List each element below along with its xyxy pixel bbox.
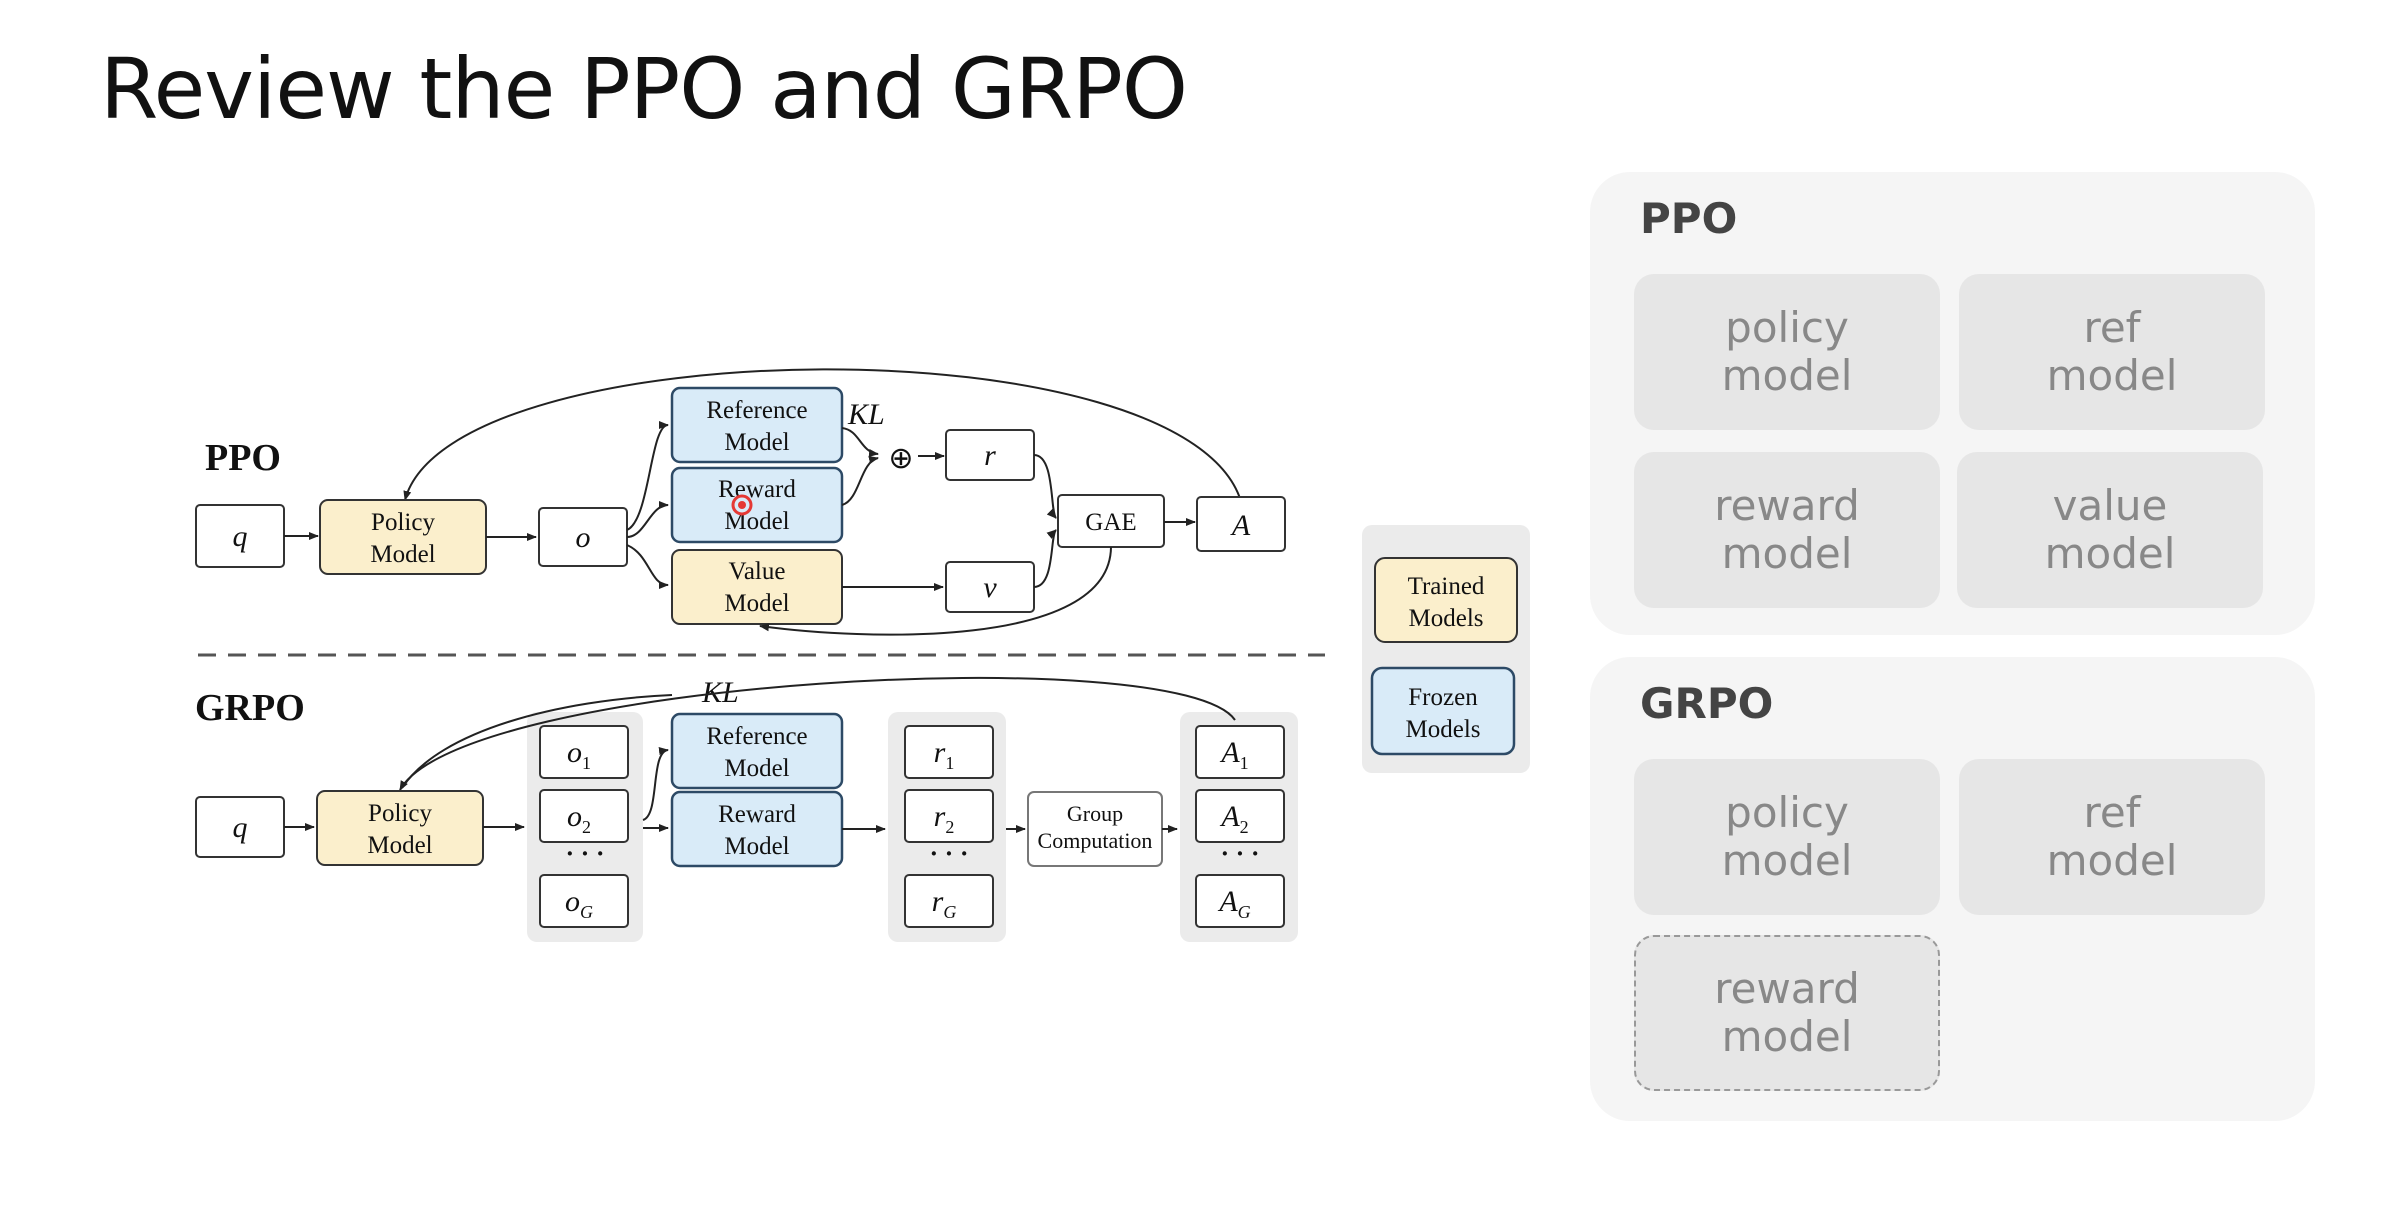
ppo-value-symbol: v (983, 571, 997, 604)
grpo-reference-label-1: Reference (706, 723, 807, 750)
ppo-models-panel: PPO policy model ref model reward model … (1590, 172, 2315, 635)
ppo-reward-label-1: Reward (718, 476, 796, 503)
grpo-output-box-g (539, 874, 629, 928)
grpo-output-g: oG (565, 885, 593, 922)
grpo-reward-model-card: reward model (1634, 935, 1940, 1091)
grpo-reward-g: rG (932, 885, 957, 922)
grpo-output-box-2 (539, 789, 629, 843)
grpo-output-1: o1 (567, 736, 591, 773)
legend-frozen-swatch (1370, 666, 1516, 756)
ppo-plus-symbol: ⊕ (888, 442, 913, 475)
ppo-policy-model-card: policy model (1634, 274, 1940, 430)
grpo-group-label-1: Group (1067, 801, 1123, 826)
grpo-reward-1: r1 (934, 736, 955, 773)
grpo-models-panel: GRPO policy model ref model reward model (1590, 657, 2315, 1121)
legend-frozen-label-2: Models (1406, 716, 1481, 743)
grpo-advantage-box-2 (1195, 789, 1285, 843)
grpo-group-label-2: Computation (1038, 828, 1153, 853)
ppo-reward-symbol: r (984, 439, 996, 472)
grpo-advantage-1: A1 (1219, 736, 1248, 773)
grpo-reward-box-2 (904, 789, 994, 843)
ppo-policy-label-2: Model (370, 541, 435, 568)
grpo-query-symbol: q (233, 811, 248, 844)
grpo-advantage-2: A2 (1219, 800, 1248, 837)
ppo-policy-label-1: Policy (371, 509, 435, 536)
legend-trained-label-2: Models (1409, 605, 1484, 632)
grpo-output-box-1 (539, 725, 629, 779)
ppo-reward-label-2: Model (724, 508, 789, 535)
ppo-value-model-card: value model (1957, 452, 2263, 608)
grpo-feedback-arc (399, 676, 1236, 791)
ppo-reference-label-1: Reference (706, 397, 807, 424)
ppo-advantage-box (1196, 496, 1286, 552)
ppo-feedback-arc (403, 368, 1243, 506)
grpo-advantage-ellipsis: · · · (1220, 839, 1259, 868)
ppo-panel-title: PPO (1640, 194, 1738, 243)
grpo-reference-model (670, 712, 844, 790)
ppo-value-label-1: Value (729, 558, 786, 585)
cursor-dot (738, 501, 746, 509)
grpo-reward-box-1 (904, 725, 994, 779)
ppo-reference-model (670, 386, 844, 464)
ppo-output-symbol: o (576, 521, 591, 554)
ppo-advantage-symbol: A (1230, 509, 1251, 542)
grpo-reward-label-1: Reward (718, 801, 796, 828)
ppo-value-label-2: Model (724, 590, 789, 617)
ppo-section-label: PPO (205, 437, 281, 479)
ppo-reference-label-2: Model (724, 429, 789, 456)
grpo-reward-2: r2 (934, 800, 955, 837)
ppo-query-symbol: q (233, 520, 248, 553)
ppo-reward-model-card: reward model (1634, 452, 1940, 608)
grpo-ref-model-card: ref model (1959, 759, 2265, 915)
legend-frozen-label-1: Frozen (1408, 684, 1478, 711)
grpo-panel-title: GRPO (1640, 679, 1774, 728)
grpo-policy-label-2: Model (367, 832, 432, 859)
cursor-indicator (731, 494, 753, 516)
grpo-advantage-box-g (1195, 874, 1285, 928)
grpo-section-label: GRPO (195, 687, 305, 729)
page-title: Review the PPO and GRPO (100, 40, 1188, 138)
grpo-reference-label-2: Model (724, 755, 789, 782)
legend-trained-swatch (1374, 557, 1518, 643)
grpo-reward-box-g (904, 874, 994, 928)
legend-trained-label-1: Trained (1408, 573, 1485, 600)
grpo-reward-ellipsis: · · · (929, 839, 968, 868)
grpo-reward-label-2: Model (724, 833, 789, 860)
ppo-kl-label: KL (847, 398, 885, 431)
ppo-gae-label: GAE (1085, 509, 1136, 536)
grpo-policy-model-card: policy model (1634, 759, 1940, 915)
grpo-output-ellipsis: · · · (565, 839, 604, 868)
grpo-advantage-g: AG (1217, 885, 1250, 922)
ppo-ref-model-card: ref model (1959, 274, 2265, 430)
ppo-grpo-diagram: PPO q Policy Model o Reference Model Rew… (195, 368, 1530, 942)
grpo-output-2: o2 (567, 800, 591, 837)
grpo-policy-label-1: Policy (368, 800, 432, 827)
grpo-advantage-box-1 (1195, 725, 1285, 779)
